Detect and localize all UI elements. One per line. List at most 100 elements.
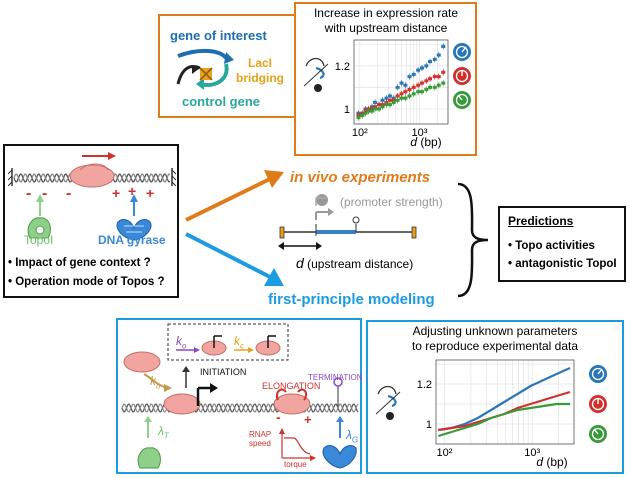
y-tick-label: 1 [344,104,350,116]
slash-line [303,63,329,87]
gene-arrow [387,394,397,408]
data-point [403,83,408,87]
svg-text:+: + [112,185,120,201]
legend-needle [593,428,599,435]
data-point [377,103,382,107]
gene-of-interest-label: gene of interest [170,28,267,43]
data-point [377,107,382,111]
svg-text:-: - [66,185,71,202]
gene-loop-icon [176,49,234,90]
data-point [356,116,361,120]
control-gene-icon [314,84,322,92]
promoter-icon [315,194,328,206]
data-point [441,44,446,48]
data-point [403,90,408,94]
chart1-title: Increase in expression rate with upstrea… [313,6,459,35]
legend-ring [591,367,605,381]
kb-label: kb [150,374,161,391]
slash-line [375,391,401,415]
data-point [380,105,385,109]
data-point [360,113,365,117]
model-chart-box [366,320,624,474]
data-point [387,94,392,98]
data-point [411,85,416,89]
data-point [416,90,421,94]
series-line-2 [437,402,570,438]
data-point [369,109,374,113]
kc-label: kc [234,334,244,351]
data-point [403,96,408,100]
promoter-distance-diagram [278,194,417,250]
transcription-model-diagram: - + [121,323,359,469]
termination-label: TERMINATION [308,373,363,382]
in-vivo-label: in vivo experiments [290,169,431,186]
y-tick-label: 1 [426,419,432,431]
svg-text:+: + [128,183,136,199]
data-point [432,85,437,89]
legend-needle [461,46,467,53]
svg-text:+: + [146,185,154,201]
x-axis-label: d (bp) [536,455,567,469]
gene-arrow [315,66,325,80]
data-point [416,68,421,72]
data-point [424,64,429,68]
dna-gyrase-label: DNA gyrase [98,233,166,247]
terminator-icon [352,216,360,232]
legend-needle [597,368,603,375]
data-point [411,92,416,96]
data-point [387,103,392,107]
data-point [424,88,429,92]
data-point [428,85,433,89]
gene-loop-icon [377,385,397,395]
lacI-bridging-label: LacI bridging [236,56,284,85]
data-point [432,75,437,79]
lambda-g-label: λG [346,428,359,445]
predictions-title: Predictions [508,214,574,228]
x-tick-label: 10³ [524,447,540,459]
torque-label: torque [284,460,307,469]
data-point [428,60,433,64]
data-point [419,90,424,94]
question-2: • Operation mode of Topos ? [8,276,165,288]
rnap-speed-label: RNAP speed [249,430,272,448]
data-point [395,98,400,102]
prediction-item-1: • Topo activities [508,240,595,252]
svg-text:-: - [276,409,281,425]
dna-supercoiling-diagram: - - - + + + [8,152,176,241]
data-point [391,100,396,104]
topoI-label: TopoI [24,233,54,247]
y-tick-label: 1.2 [335,61,350,73]
plot-frame [435,359,575,445]
data-point [399,81,404,85]
question-1: • Impact of gene context ? [8,257,151,269]
data-point [395,85,400,89]
in-vivo-chart-box [294,2,477,156]
initiation-label: INITIATION [200,367,247,377]
data-point [441,70,446,74]
legend-needle [457,94,463,101]
data-point [432,57,437,61]
legend-ring [455,45,469,59]
modeling-label: first-principle modeling [268,291,435,308]
chart2-title: Adjusting unknown parameters to reproduc… [411,324,579,353]
svg-text:-: - [26,185,31,202]
data-point [366,109,371,113]
x-tick-label: 10² [352,127,368,139]
modeling-box [116,318,362,474]
data-point [419,66,424,70]
data-point [407,75,412,79]
data-point [373,100,378,104]
data-point [424,79,429,83]
plot-frame [353,39,449,125]
promoter-strength-label: (promoter strength) [340,195,443,209]
data-point [363,111,368,115]
data-point [399,96,404,100]
data-point [436,53,441,57]
data-point [399,92,404,96]
legend-ring [591,397,605,411]
data-point [419,81,424,85]
legend-ring [591,427,605,441]
data-point [436,83,441,87]
data-point [428,77,433,81]
elongation-label: ELONGATION [262,381,321,391]
